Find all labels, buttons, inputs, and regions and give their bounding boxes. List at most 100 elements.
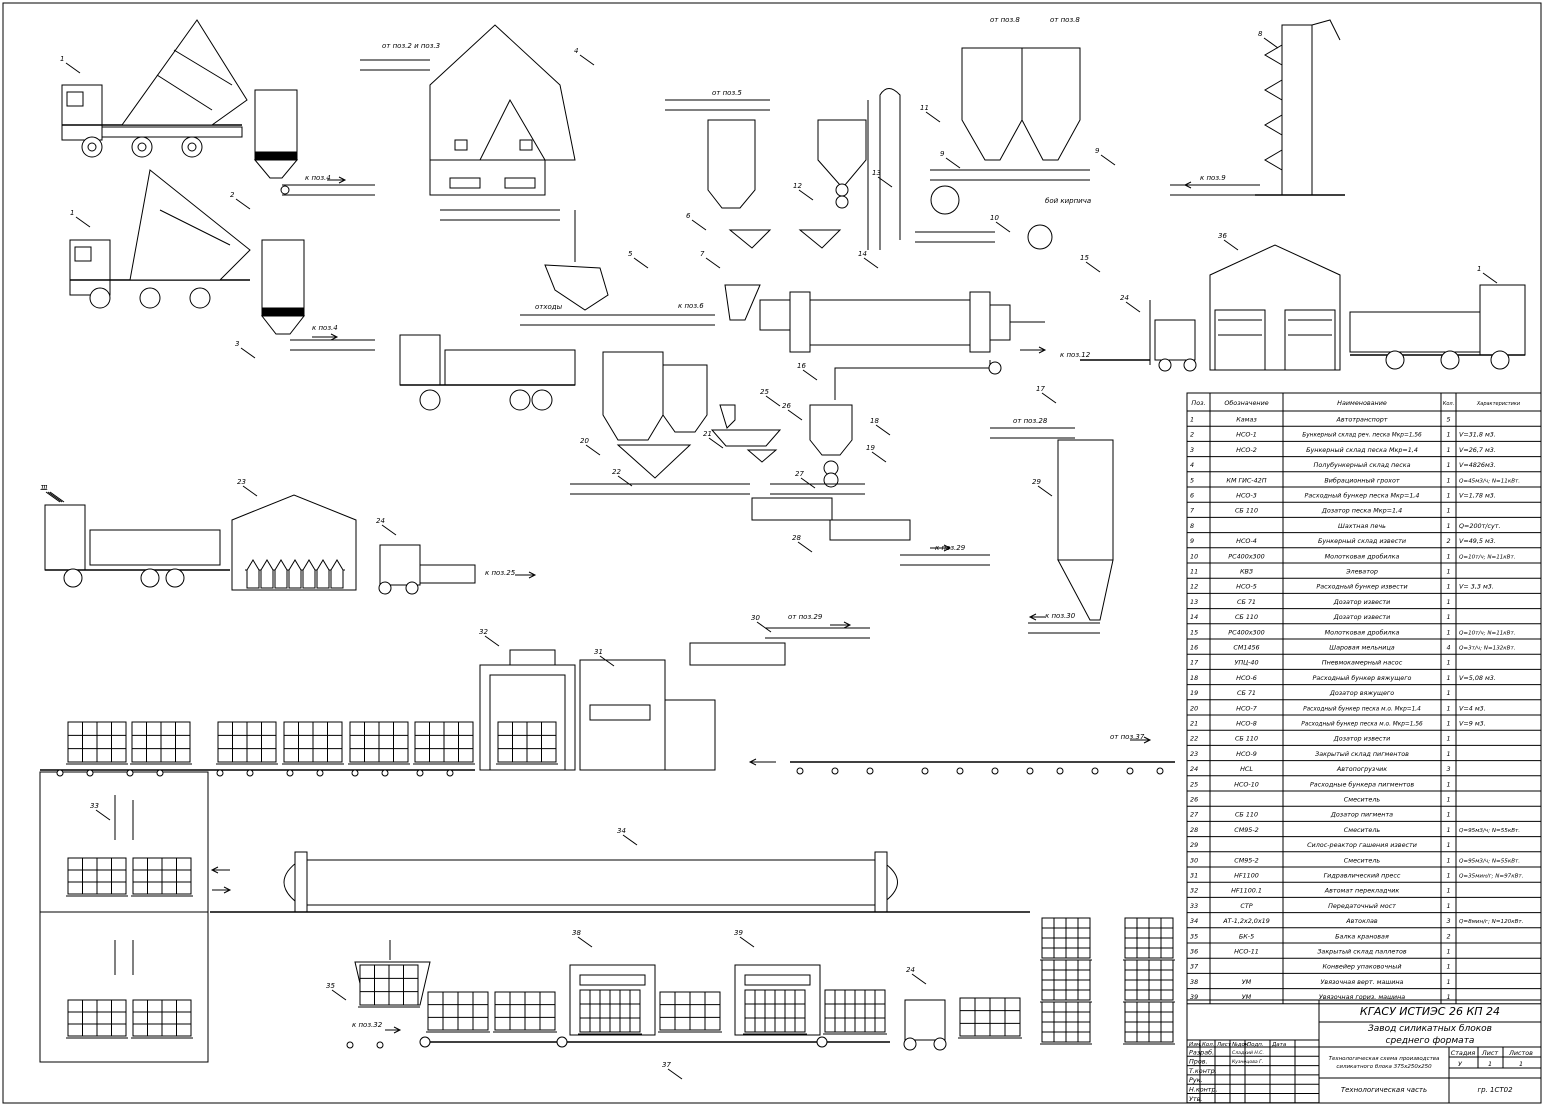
arrow-head: [1143, 736, 1152, 744]
leader-line: [95, 809, 111, 821]
position-number: 24: [906, 966, 915, 974]
cell-qty: 1: [1446, 613, 1450, 621]
bag: [302, 559, 316, 589]
cell-qty: 1: [1446, 704, 1450, 712]
block-stack: [958, 997, 1022, 1039]
leader-line: [617, 475, 633, 487]
trolley-wheel: [1026, 767, 1034, 775]
cell-spec: Q=95м3/ч; N=55кВт.: [1459, 858, 1520, 864]
position-number: 10: [990, 214, 999, 222]
silo-29: [990, 427, 1114, 634]
cell-pos: 23: [1190, 750, 1198, 758]
cell-qty: 1: [1446, 674, 1450, 682]
stamp-col-header: Лист: [1216, 1042, 1232, 1048]
table-header-name: Наименование: [1337, 399, 1387, 407]
cell-pos: 19: [1190, 689, 1198, 697]
cell-spec: V=1,78 м3.: [1459, 492, 1496, 500]
block-stack: [282, 721, 344, 765]
cell-spec: V=49,5 м3.: [1459, 537, 1496, 545]
lime-silos-9: [915, 47, 1090, 250]
position-number: 29: [1032, 478, 1041, 486]
project-title-1: Завод силикатных блоков: [1368, 1024, 1492, 1034]
stamp-role: Н.контр.: [1189, 1086, 1218, 1094]
cell-qty: 1: [1446, 841, 1450, 849]
cell-qty: 1: [1446, 780, 1450, 788]
block-stack: [66, 857, 128, 897]
cell-name: Расходный бункер извести: [1316, 583, 1407, 591]
cell-code: НСО-5: [1236, 583, 1257, 591]
block-stack: [658, 991, 722, 1033]
leader-line: [739, 936, 755, 948]
bag: [246, 559, 260, 589]
leader-line: [802, 369, 818, 381]
position-number: 32: [479, 628, 488, 636]
leader-line: [765, 395, 781, 407]
cell-qty: 1: [1446, 720, 1450, 728]
stage-header: Стадия: [1451, 1049, 1476, 1057]
cell-code: СБ 110: [1235, 735, 1258, 743]
cell-code: СБ 110: [1235, 507, 1258, 515]
cell-pos: 16: [1190, 644, 1198, 652]
position-number: 1: [1477, 265, 1481, 273]
trolley-wheel: [246, 769, 254, 777]
dump-truck-1: [61, 19, 248, 158]
position-number: 12: [793, 182, 802, 190]
cell-spec: V= 3,3 м3.: [1459, 583, 1494, 591]
leader-line: [797, 541, 813, 553]
press-31: [579, 659, 716, 771]
cell-code: НСО-9: [1236, 750, 1257, 758]
arrow-head: [528, 571, 537, 579]
cell-code: HCL: [1240, 765, 1253, 773]
flow-label: к поз.4: [312, 324, 338, 332]
cell-pos: 9: [1190, 537, 1194, 545]
doc-code: КГАСУ ИСТИЭС 26 КП 24: [1360, 1005, 1500, 1018]
position-number: 6: [686, 212, 691, 220]
cell-code: НСО-8: [1236, 720, 1257, 728]
cell-qty: 1: [1446, 811, 1450, 819]
block-stack: [66, 721, 128, 765]
position-number: 4: [574, 47, 578, 55]
flow-arrows: [114, 176, 1205, 1034]
shaft-kiln-8: [1170, 19, 1345, 196]
elevator-11: [867, 88, 901, 250]
bag: [288, 559, 302, 589]
autoclave-34: [210, 851, 1030, 913]
dump-truck-2: [69, 169, 251, 309]
trolley-wheel: [831, 767, 839, 775]
flow-label: к поз.12: [1060, 351, 1091, 359]
position-number: 14: [858, 250, 867, 258]
forklift-lower: [378, 544, 476, 595]
leader-line: [381, 524, 397, 536]
cell-spec: Q=95м3/ч; N=55кВт.: [1459, 828, 1520, 834]
group-code: гр. 1СТ02: [1477, 1086, 1513, 1094]
cell-qty: 1: [1446, 796, 1450, 804]
cell-name: Дозатор извести: [1333, 598, 1391, 606]
bag: [316, 559, 330, 589]
cell-spec: Q=200т/сут.: [1459, 522, 1501, 530]
leader-line: [705, 257, 721, 269]
cell-code: СБ 71: [1237, 598, 1256, 606]
position-number: 18: [870, 417, 879, 425]
trolley-wheel: [1091, 767, 1099, 775]
flow-label: бой кирпича: [1045, 197, 1091, 205]
cell-code: СМ95-2: [1234, 826, 1258, 834]
cell-spec: V=26,7 м3.: [1459, 446, 1496, 454]
stamp-col-header: Подп.: [1247, 1042, 1264, 1048]
leader-line: [240, 347, 256, 359]
stamp-role: Рук.: [1189, 1076, 1203, 1084]
trolley-wheel: [1056, 767, 1064, 775]
cell-qty: 1: [1446, 522, 1450, 530]
leader-line: [877, 176, 893, 188]
table-header-code: Обозначение: [1224, 399, 1268, 407]
position-number: 1: [60, 55, 64, 63]
cell-pos: 11: [1190, 568, 1198, 576]
